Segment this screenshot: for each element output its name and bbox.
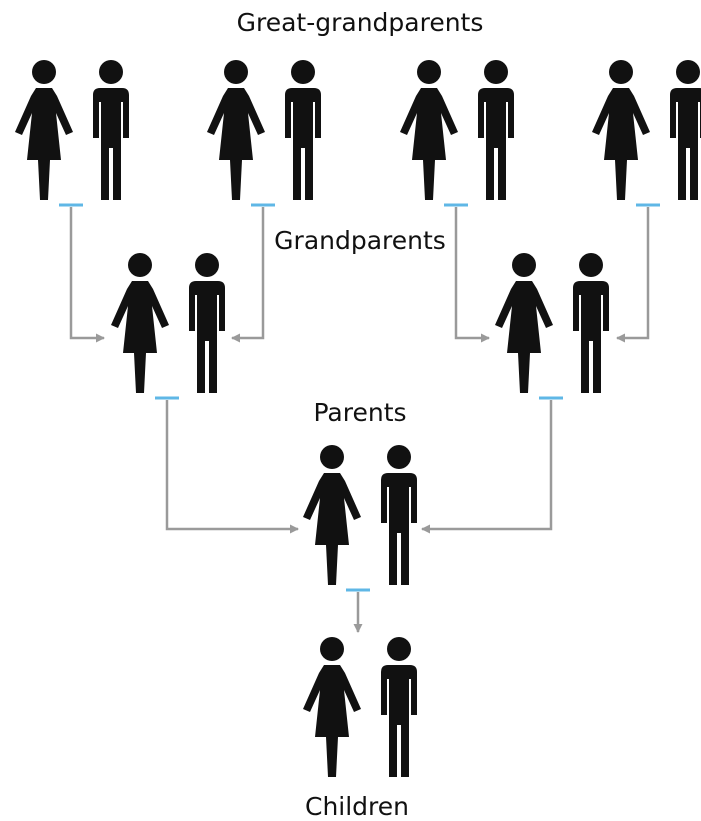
man-figure-icon bbox=[93, 60, 129, 200]
woman-figure-icon bbox=[303, 637, 361, 777]
man-figure-icon bbox=[478, 60, 514, 200]
woman-figure-icon bbox=[592, 60, 650, 200]
woman-figure-icon bbox=[207, 60, 265, 200]
connector-ggp1-to-gpL bbox=[69, 207, 105, 343]
connector-gpL-to-parents bbox=[165, 400, 299, 534]
great-grandparents-label: Great-grandparents bbox=[236, 8, 484, 37]
woman-figure-icon bbox=[15, 60, 73, 200]
man-figure-icon bbox=[381, 445, 417, 585]
man-figure-icon bbox=[189, 253, 225, 393]
woman-figure-icon bbox=[400, 60, 458, 200]
man-figure-icon bbox=[381, 637, 417, 777]
man-figure-icon bbox=[285, 60, 321, 200]
man-figure-icon bbox=[670, 60, 701, 200]
connector-ggp3-to-gpR bbox=[454, 207, 490, 343]
parents-label: Parents bbox=[313, 398, 407, 427]
connector-ggp4-to-gpR bbox=[616, 207, 650, 343]
children-label: Children bbox=[304, 792, 410, 821]
woman-figure-icon bbox=[111, 253, 169, 393]
woman-figure-icon bbox=[495, 253, 553, 393]
grandparents-label: Grandparents bbox=[274, 226, 446, 255]
connector-ggp2-to-gpL bbox=[231, 207, 265, 343]
woman-figure-icon bbox=[303, 445, 361, 585]
connector-gpR-to-parents bbox=[421, 400, 553, 534]
man-figure-icon bbox=[573, 253, 609, 393]
